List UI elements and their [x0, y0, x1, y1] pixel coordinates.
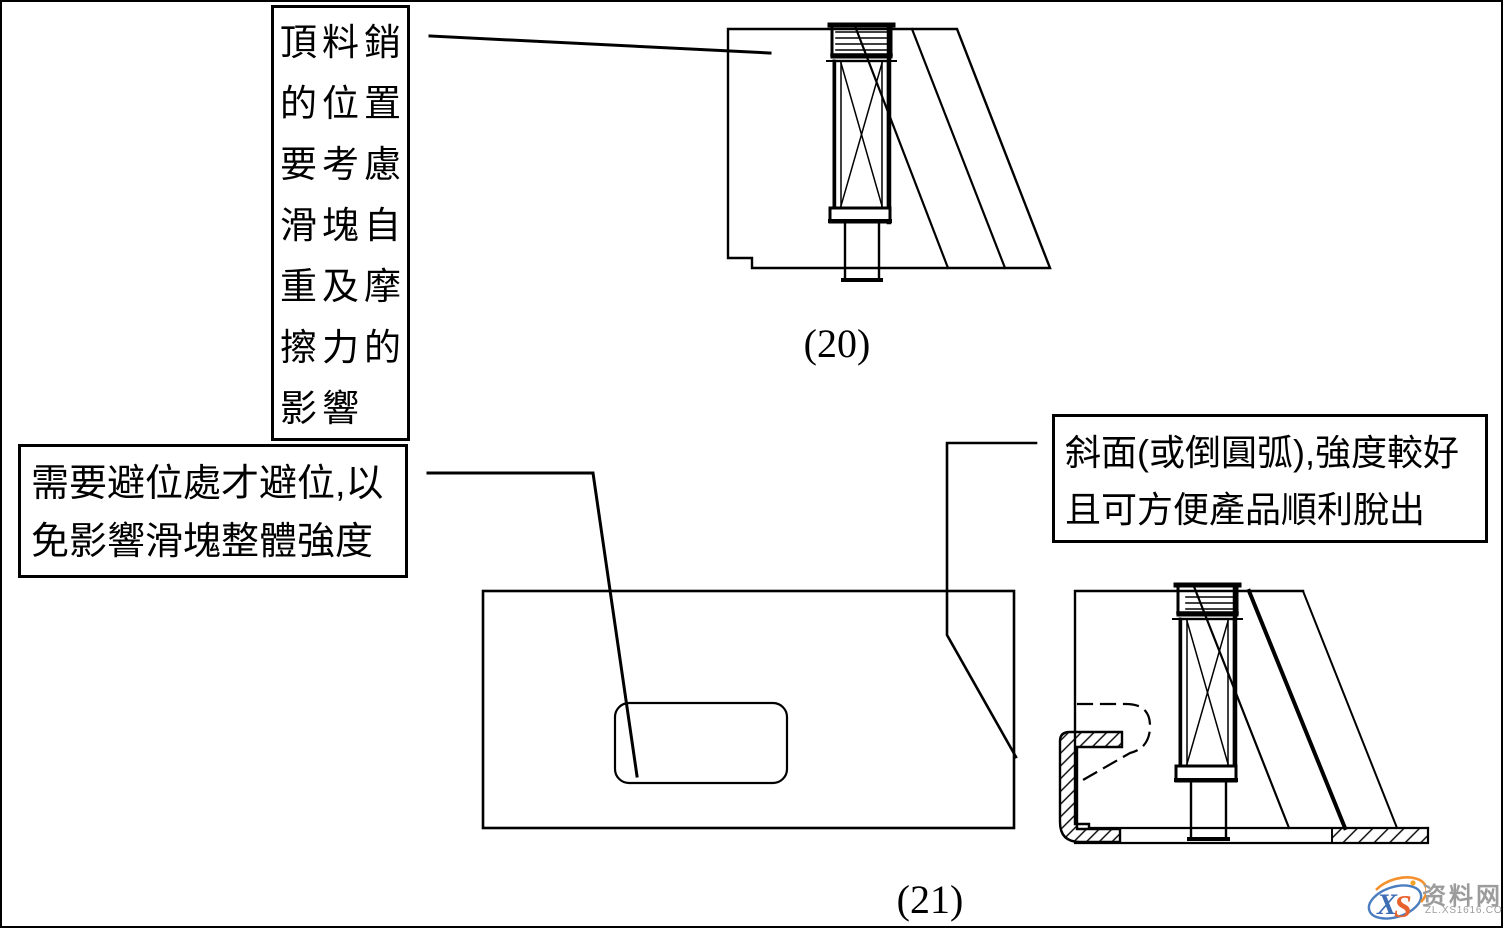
callout-text-line: 要考慮: [280, 144, 406, 185]
figure-21-slide-top-view: [481, 589, 1016, 830]
watermark-letter-s: S: [1394, 888, 1412, 924]
callout-ejector-pin-position: 頂料銷 的位置 要考慮 滑塊自 重及摩 擦力的 影響: [271, 5, 410, 441]
callout-text-line: 重及摩: [280, 266, 406, 307]
figure-20-label: (20): [803, 321, 871, 366]
callout-inclined-surface: 斜面(或倒圓弧),強度較好 且可方便產品順利脫出: [1052, 414, 1488, 543]
callout-text-line: 影響: [280, 388, 364, 429]
callout-text-line: 滑塊自: [280, 205, 406, 246]
callout-text-line: 的位置: [280, 83, 406, 124]
leader-lines: [426, 34, 1038, 778]
watermark-logo-icon: X S: [1367, 876, 1426, 924]
watermark: X S 资料网 ZL.XS1616.COM: [1364, 872, 1503, 928]
callout-text-line: 且可方便產品順利脫出: [1065, 489, 1426, 530]
figure-20-slide-section: [726, 22, 1052, 282]
figure-21-slide-section: [1058, 582, 1430, 845]
callout-text-line: 擦力的: [280, 327, 406, 368]
callout-text-line: 斜面(或倒圓弧),強度較好: [1065, 432, 1459, 473]
callout-text-line: 需要避位處才避位,以: [31, 463, 384, 505]
callout-relief-only-where-needed: 需要避位處才避位,以 免影響滑塊整體強度: [18, 444, 408, 578]
figure-21-label: (21): [896, 877, 964, 922]
watermark-letter-x: X: [1376, 888, 1398, 921]
callout-text-line: 免影響滑塊整體強度: [31, 521, 374, 563]
watermark-site-url: ZL.XS1616.COM: [1425, 905, 1503, 916]
watermark-site-name: 资料网: [1422, 883, 1503, 910]
callout-text-line: 頂料銷: [280, 22, 406, 63]
